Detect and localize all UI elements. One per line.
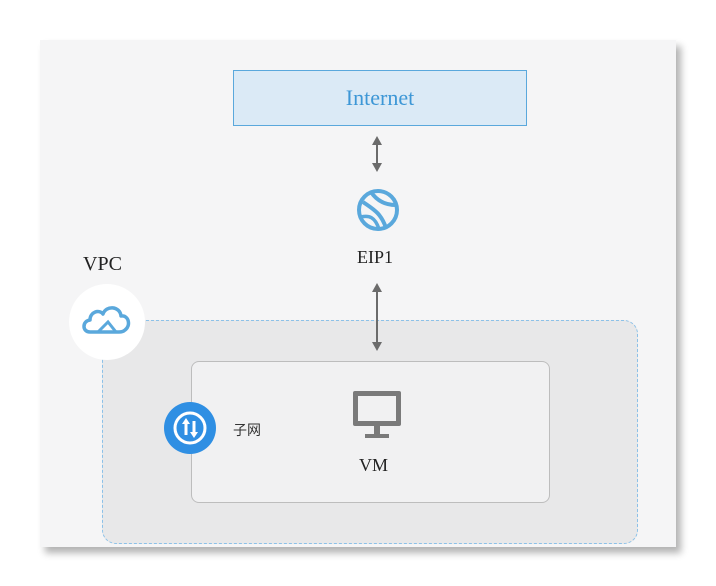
up-down-arrows-icon [164,402,216,454]
internet-label: Internet [345,85,415,110]
internet-node: Internet [233,70,527,126]
monitor-icon [353,391,401,438]
subnet-box [191,361,550,503]
vm-label: VM [359,455,389,475]
subnet-label: 子网 [233,423,261,439]
cloud-icon [69,284,145,360]
eip-label: EIP1 [357,247,393,267]
globe-icon [357,189,399,231]
vpc-label: VPC [83,253,122,275]
